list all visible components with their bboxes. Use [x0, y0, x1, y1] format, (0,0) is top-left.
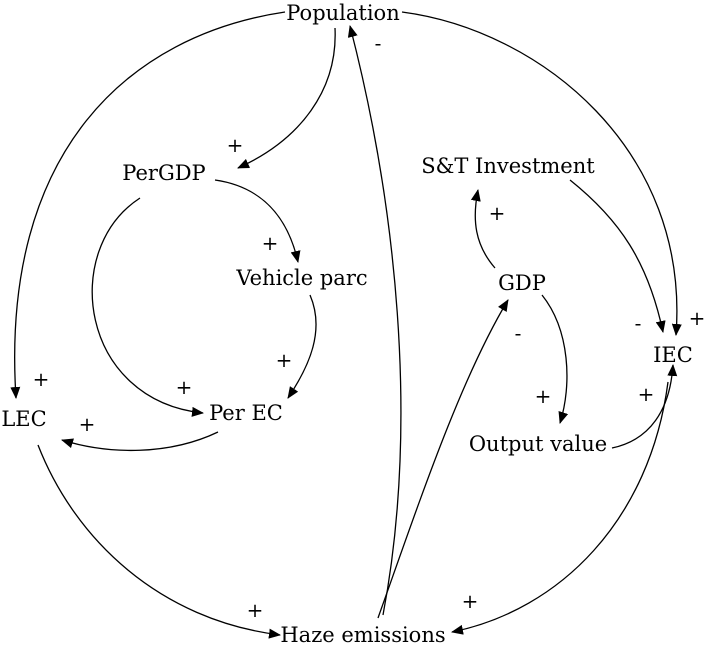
- node-iec: IEC: [653, 343, 693, 367]
- link-st-iec: [569, 179, 666, 333]
- sign-iec-haze: +: [462, 589, 479, 613]
- link-gdp-output: [541, 294, 569, 424]
- sign-haze-population: -: [375, 31, 382, 55]
- link-pergdp-vehicle: [214, 179, 301, 263]
- sign-gdp-output: +: [535, 384, 552, 408]
- link-haze-population: [347, 25, 402, 616]
- sign-perec-lec: +: [79, 412, 96, 436]
- node-haze-emissions: Haze emissions: [280, 623, 445, 647]
- node-vehicle-parc: Vehicle parc: [235, 266, 367, 290]
- polarity-signs: + + + - + + + + + - + - + + +: [33, 31, 706, 622]
- sign-output-iec: +: [638, 382, 655, 406]
- sign-st-iec: -: [635, 311, 642, 335]
- sign-population-lec: +: [33, 367, 50, 391]
- link-population-lec: [10, 11, 286, 399]
- link-iec-haze: [451, 381, 669, 635]
- node-lec: LEC: [1, 407, 46, 431]
- edges: [10, 11, 682, 639]
- node-perec: Per EC: [209, 401, 283, 425]
- sign-population-pergdp: +: [227, 133, 244, 157]
- link-population-iec: [401, 11, 682, 336]
- link-perec-lec: [61, 431, 219, 452]
- link-pergdp-perec: [91, 197, 204, 417]
- link-output-iec: [611, 364, 678, 449]
- node-pergdp: PerGDP: [122, 161, 205, 185]
- link-lec-haze: [37, 444, 281, 639]
- sign-lec-haze: +: [247, 598, 264, 622]
- node-gdp: GDP: [498, 271, 546, 295]
- sign-pergdp-vehicle: +: [262, 231, 279, 255]
- nodes: Population PerGDP Vehicle parc S&T Inves…: [1, 1, 693, 647]
- link-vehicle-perec: [287, 294, 317, 399]
- link-population-pergdp: [237, 27, 336, 169]
- node-st-investment: S&T Investment: [421, 154, 595, 178]
- node-output-value: Output value: [469, 432, 607, 456]
- sign-haze-gdp: -: [515, 321, 522, 345]
- node-population: Population: [286, 1, 399, 25]
- link-haze-gdp: [377, 299, 509, 619]
- sign-gdp-st: +: [489, 201, 506, 225]
- link-gdp-st: [470, 189, 496, 269]
- sign-population-iec: +: [689, 306, 706, 330]
- sign-vehicle-perec: +: [276, 348, 293, 372]
- sign-pergdp-perec: +: [176, 375, 193, 399]
